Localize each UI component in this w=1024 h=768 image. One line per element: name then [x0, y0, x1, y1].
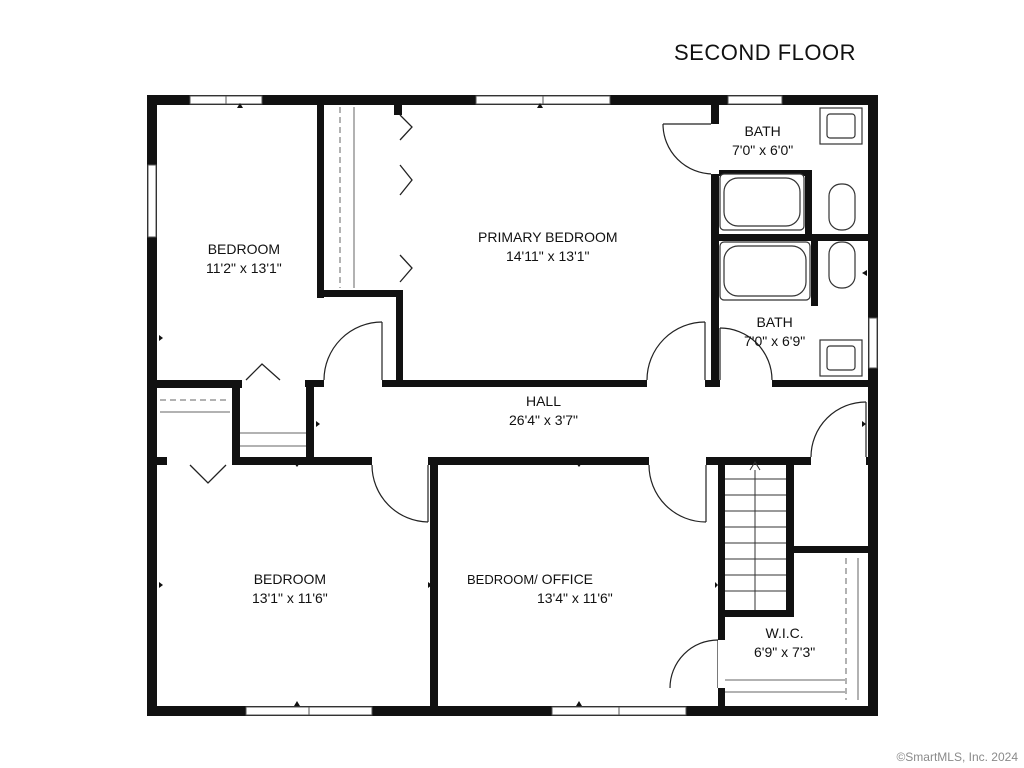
room-bath-2: BATH 7'0" x 6'9": [744, 313, 805, 351]
room-bedroom-2: BEDROOM 13'1" x 11'6": [252, 570, 328, 608]
room-name: HALL: [525, 393, 562, 409]
outlet-ticks: [159, 103, 867, 706]
room-name: BATH: [756, 314, 793, 330]
room-name: BEDROOM: [207, 241, 281, 257]
room-hall: HALL 26'4" x 3'7": [509, 392, 578, 430]
doors: [323, 123, 867, 689]
room-name: BATH: [744, 123, 781, 139]
room-dimensions: 7'0" x 6'0": [732, 142, 794, 158]
room-name-part-b: OFFICE: [537, 571, 594, 587]
room-dimensions: 7'0" x 6'9": [744, 333, 806, 349]
room-dimensions: 11'2" x 13'1": [206, 260, 282, 276]
closet-rods: [160, 107, 859, 700]
room-dimensions: 14'11" x 13'1": [505, 248, 590, 264]
room-dimensions: 26'4" x 3'7": [509, 412, 578, 428]
room-wic: W.I.C. 6'9" x 7'3": [754, 624, 815, 662]
room-name-part-a: BEDROOM/: [467, 572, 538, 587]
copyright-credit: ©SmartMLS, Inc. 2024: [896, 750, 1018, 764]
room-dimensions: 13'1" x 11'6": [252, 590, 328, 606]
room-name: W.I.C.: [765, 625, 804, 641]
room-dimensions: 13'4" x 11'6": [537, 590, 613, 606]
room-name: BEDROOM: [253, 571, 327, 587]
room-name: PRIMARY BEDROOM: [478, 229, 618, 245]
room-bath-1: BATH 7'0" x 6'0": [732, 122, 793, 160]
room-bedroom-office: BEDROOM/ OFFICE 13'4" x 11'6": [467, 570, 613, 608]
bifold-doors: [189, 114, 413, 484]
windows: [147, 95, 878, 716]
bath-fixtures: [719, 107, 863, 377]
room-name: BEDROOM/ OFFICE: [467, 570, 613, 589]
stairs: [725, 461, 786, 610]
thresholds: [324, 124, 866, 688]
room-dimensions: 6'9" x 7'3": [754, 644, 816, 660]
room-primary-bedroom: PRIMARY BEDROOM 14'11" x 13'1": [478, 228, 618, 266]
floor-title: SECOND FLOOR: [674, 40, 857, 65]
room-bedroom-1: BEDROOM 11'2" x 13'1": [206, 240, 282, 278]
